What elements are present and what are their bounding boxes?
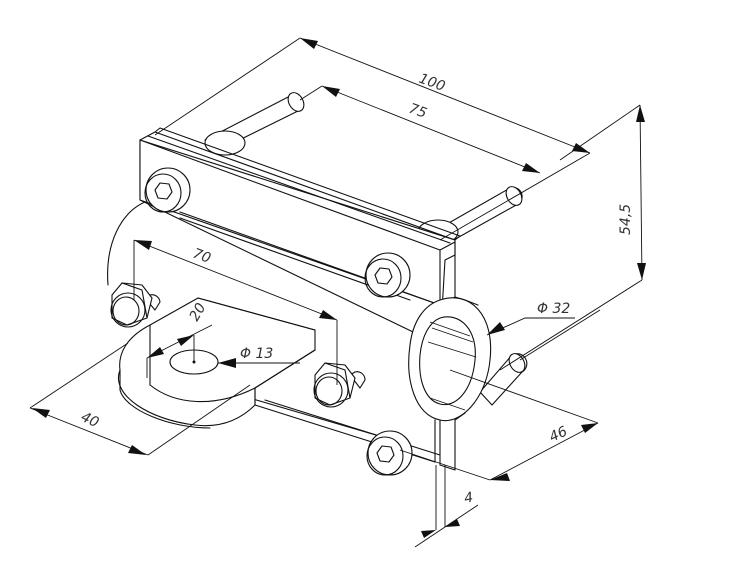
hex-bolt-left bbox=[110, 282, 161, 328]
dim-4: 4 bbox=[414, 465, 479, 548]
dim-20: 20 bbox=[146, 300, 213, 378]
socket-screw-top-left bbox=[144, 167, 191, 213]
clamp-body bbox=[107, 127, 461, 346]
dim-40-label: 40 bbox=[78, 409, 101, 431]
socket-screw-bottom bbox=[366, 430, 413, 476]
dim-75-label: 75 bbox=[407, 101, 429, 122]
hex-bolt-right bbox=[313, 362, 366, 408]
dim-46-label: 46 bbox=[547, 424, 570, 446]
socket-screw-middle bbox=[364, 252, 411, 298]
dim-54-5-label: 54,5 bbox=[618, 204, 634, 235]
dim-4-label: 4 bbox=[463, 490, 475, 507]
tube-clamp-ring bbox=[408, 296, 492, 471]
dim-54-5: 54,5 bbox=[499, 104, 646, 371]
dim-100-label: 100 bbox=[417, 71, 448, 95]
rear-nut-left bbox=[204, 130, 246, 156]
dim-phi-32-label: Φ 32 bbox=[537, 301, 570, 317]
dim-phi-13-label: Φ 13 bbox=[240, 346, 273, 362]
dim-70: 70 bbox=[133, 239, 338, 385]
dim-phi-32: Φ 32 bbox=[486, 301, 575, 336]
dim-70-label: 70 bbox=[191, 246, 213, 267]
dim-20-label: 20 bbox=[187, 300, 210, 324]
dim-phi-13: Φ 13 bbox=[218, 346, 300, 368]
dim-75: 75 bbox=[299, 85, 541, 174]
eye-lug bbox=[117, 297, 316, 429]
side-rod-right bbox=[479, 353, 528, 406]
dim-40: 40 bbox=[29, 342, 251, 456]
dim-46: 46 bbox=[399, 309, 601, 481]
